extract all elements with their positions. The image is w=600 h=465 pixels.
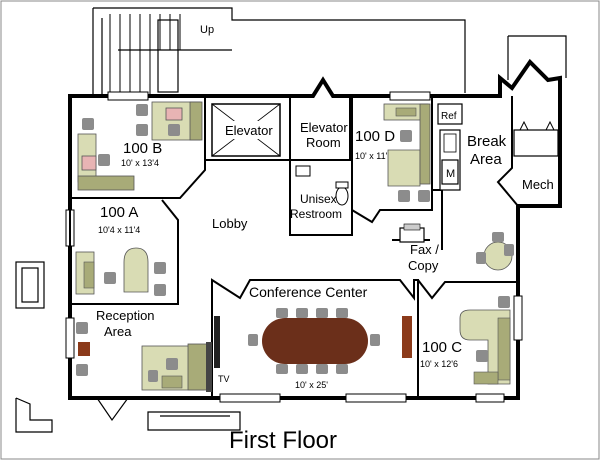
room-100d-name: 100 D — [355, 128, 395, 145]
office-100a-furniture — [75, 247, 166, 296]
fax-copy-label-line1: Fax / — [410, 242, 439, 257]
mech-label: Mech — [522, 177, 554, 192]
fax-copy-label-line2: Copy — [408, 258, 439, 273]
chair — [418, 190, 430, 202]
roof-bump — [507, 35, 567, 80]
office-100b-furniture — [77, 101, 203, 191]
microwave — [441, 159, 459, 185]
restroom-fixtures — [295, 165, 349, 206]
break-table — [513, 129, 559, 157]
chair — [168, 124, 180, 136]
elevator-shaft — [211, 103, 281, 157]
restroom-label-line1: Unisex — [300, 192, 337, 206]
conference-table — [262, 318, 368, 364]
ref-label: Ref — [441, 111, 457, 122]
chair — [400, 130, 412, 142]
entry-porch — [15, 261, 241, 433]
chair — [398, 190, 410, 202]
room-100b-name: 100 B — [123, 140, 162, 157]
interior-walls — [69, 96, 519, 398]
elevator-room-label-line2: Room — [306, 135, 341, 150]
chair — [136, 124, 148, 136]
appliance-m-label: M — [446, 168, 455, 180]
room-100a-name: 100 A — [100, 204, 138, 221]
tv-screen — [214, 316, 220, 368]
room-100a-dims: 10'4 x 11'4 — [98, 225, 140, 235]
conference-furniture — [214, 308, 412, 374]
chair — [136, 104, 148, 116]
conference-center-label: Conference Center — [249, 284, 368, 300]
room-100d-dims: 10' x 11' — [355, 151, 388, 161]
chair — [82, 118, 94, 130]
stair-treads — [109, 14, 181, 95]
break-area-fixtures — [437, 103, 559, 271]
reception-label-line2: Area — [104, 324, 132, 339]
floor-title: First Floor — [229, 427, 337, 454]
lobby-label: Lobby — [212, 216, 248, 231]
break-area-label-line1: Break — [467, 133, 507, 150]
credenza — [77, 175, 135, 191]
stair-structure — [92, 7, 466, 95]
elevator-room-label-line1: Elevator — [300, 120, 348, 135]
reception-furniture — [76, 322, 212, 392]
room-100c-name: 100 C — [422, 339, 462, 356]
restroom-label-line2: Restroom — [290, 207, 342, 221]
break-area-label-line2: Area — [470, 151, 502, 168]
office-100c-furniture — [459, 296, 511, 385]
elevator-label: Elevator — [225, 123, 273, 138]
room-100b-dims: 10' x 13'4 — [121, 158, 159, 168]
tv-label: TV — [218, 374, 230, 384]
fax-copy-machine — [399, 223, 425, 243]
sink — [443, 133, 457, 153]
room-100c-dims: 10' x 12'6 — [420, 359, 458, 369]
refrigerator — [437, 103, 463, 125]
office-100d-furniture — [383, 103, 431, 202]
stairs-up-label: Up — [200, 24, 214, 36]
conference-dims: 10' x 25' — [295, 380, 328, 390]
reception-label-line1: Reception — [96, 308, 155, 323]
chair — [98, 154, 110, 166]
